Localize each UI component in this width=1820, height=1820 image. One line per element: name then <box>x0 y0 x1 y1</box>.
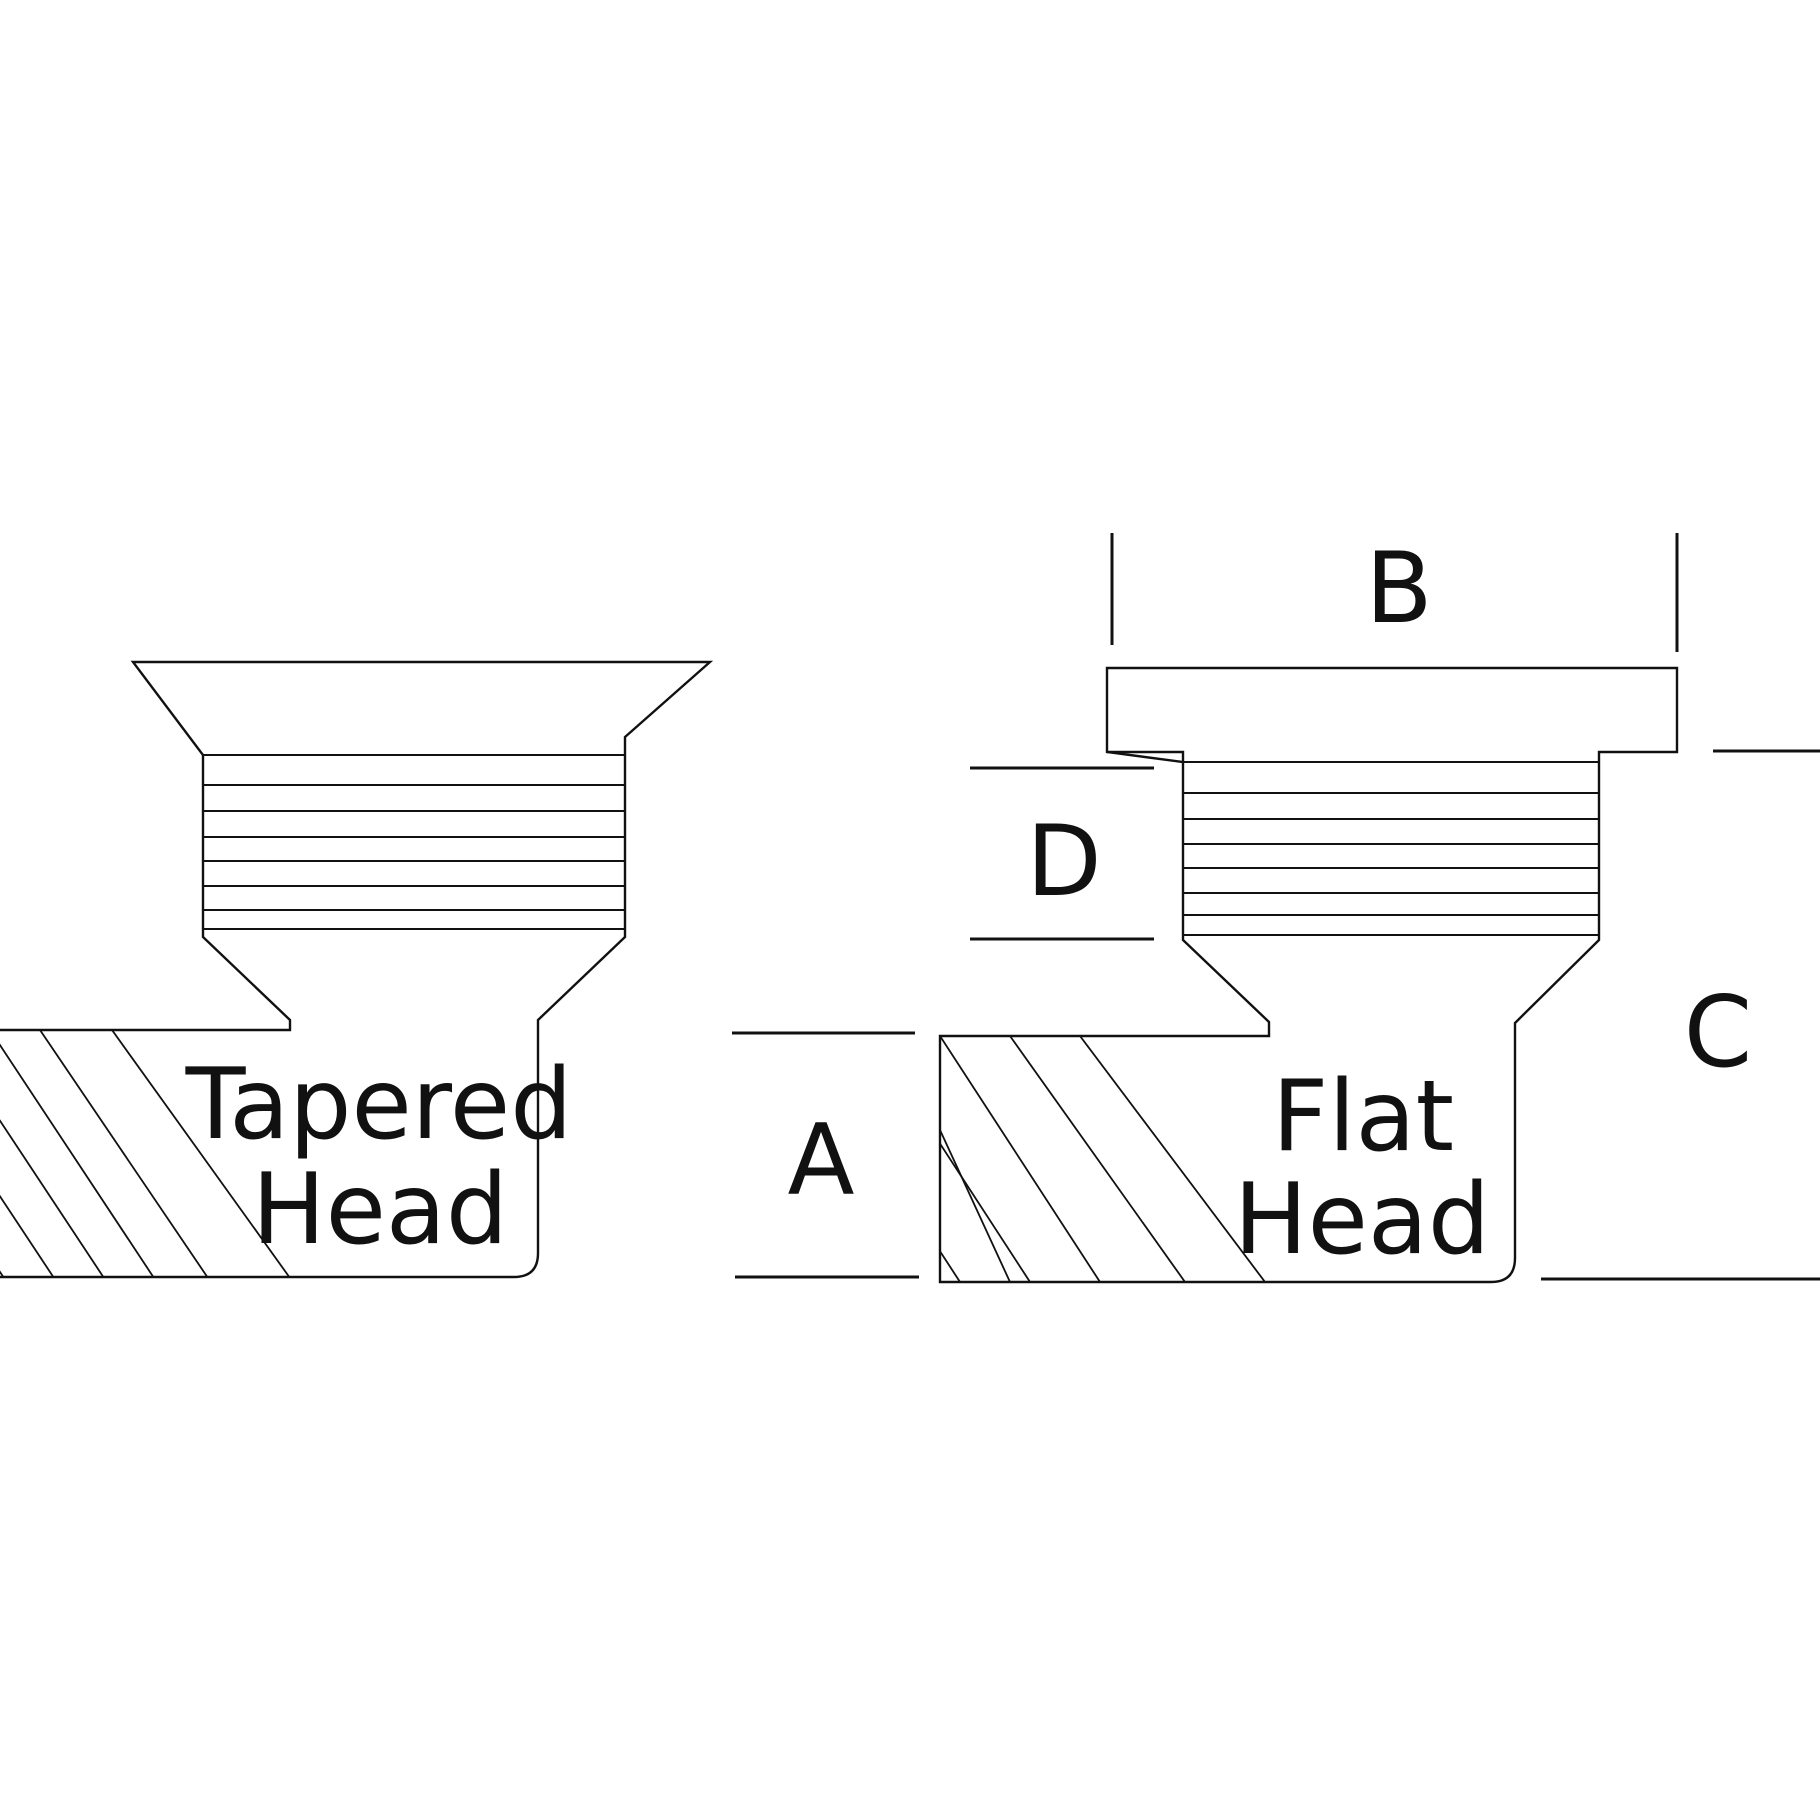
tapered-label-line1: Tapered <box>185 1048 573 1162</box>
tapered-head-outline <box>0 660 714 1279</box>
dimension-c-label: C <box>1684 976 1752 1090</box>
flat-label-line2: Head <box>1234 1163 1490 1277</box>
flat-hatch <box>940 1036 1265 1282</box>
dimension-d: D <box>970 766 1154 941</box>
dimension-b: B <box>1110 532 1679 652</box>
tapered-label-line2: Head <box>252 1153 508 1267</box>
flat-threads <box>1183 792 1599 936</box>
flat-label-line1: Flat <box>1272 1060 1454 1174</box>
tapered-threads <box>203 754 625 930</box>
flat-head-fastener: Flat Head <box>938 666 1679 1284</box>
tapered-head-fastener: Tapered Head <box>0 660 714 1279</box>
flat-head-outline <box>938 666 1679 1284</box>
tapered-hatch <box>0 1030 290 1278</box>
dimension-a-label: A <box>787 1104 854 1218</box>
dimension-a: A <box>732 1031 919 1279</box>
dimension-c: C <box>1541 749 1820 1281</box>
dimension-d-label: D <box>1026 805 1101 919</box>
flat-head-step-left <box>1107 750 1185 762</box>
dimension-b-label: B <box>1365 532 1432 646</box>
